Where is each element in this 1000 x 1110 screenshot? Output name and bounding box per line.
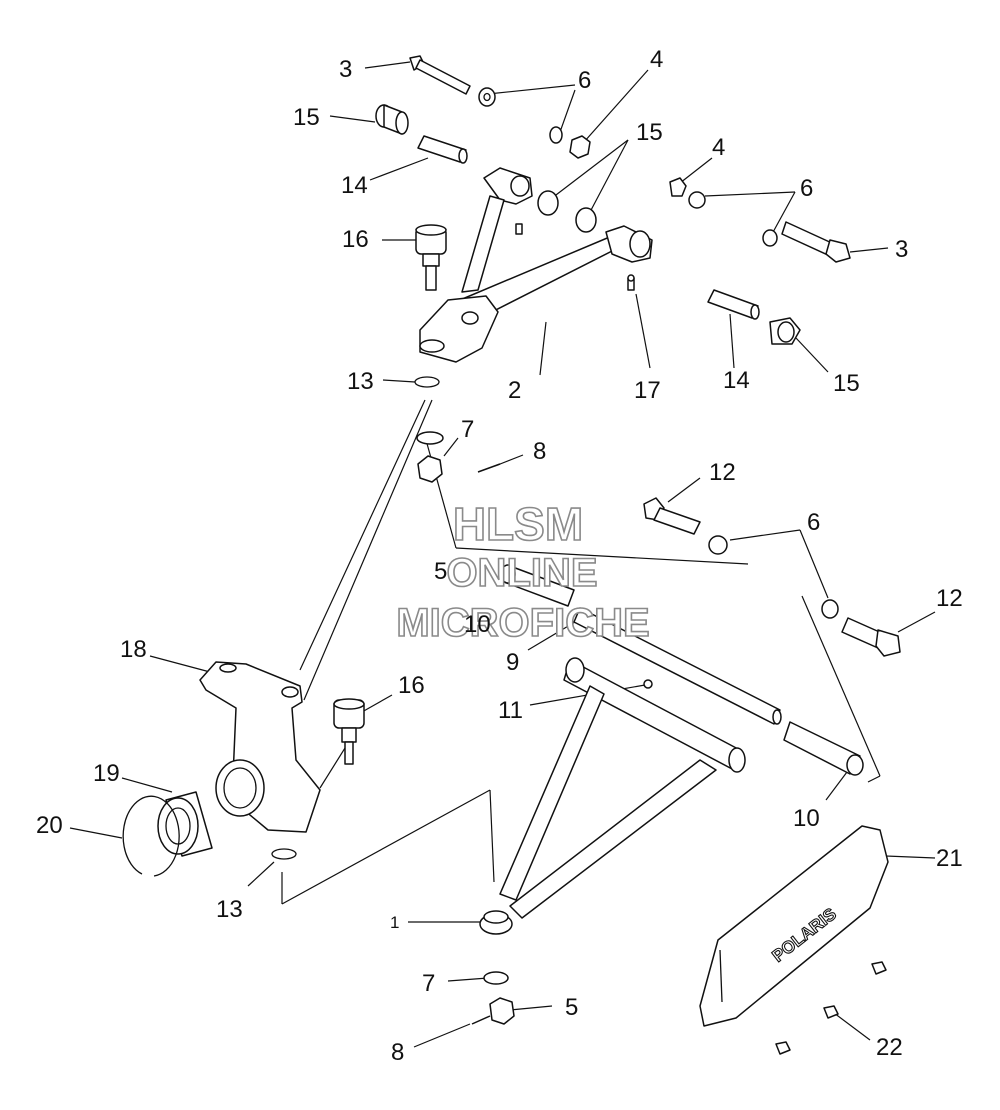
washer-6-lower xyxy=(708,535,728,555)
callout-15: 15 xyxy=(636,119,663,146)
callout-9: 9 xyxy=(506,649,519,676)
lower-a-arm-1 xyxy=(479,657,746,935)
sleeve-10-upper xyxy=(500,564,575,607)
bushing-15-left xyxy=(375,104,409,135)
washer-7-upper xyxy=(416,431,444,445)
washer-6-upper-2 xyxy=(549,126,563,144)
callout-5: 5 xyxy=(565,994,578,1021)
callout-17: 17 xyxy=(634,377,661,404)
callout-3: 3 xyxy=(339,56,352,83)
bushing-15-mid xyxy=(537,190,597,233)
callout-15: 15 xyxy=(293,104,320,131)
ball-joint-16-upper xyxy=(415,224,447,291)
screws-22 xyxy=(775,961,887,1055)
callout-15: 15 xyxy=(833,370,860,397)
callouts: 3 6 4 15 15 14 4 6 16 3 13 2 17 14 15 7 … xyxy=(36,46,963,1066)
callout-4: 4 xyxy=(712,134,725,161)
watermark-line2: ONLINE xyxy=(446,551,597,595)
callout-7: 7 xyxy=(461,416,474,443)
callout-2: 2 xyxy=(508,377,521,404)
watermark-line3: MICROFICHE xyxy=(396,601,649,645)
callout-8: 8 xyxy=(533,438,546,465)
bushing-15-right xyxy=(769,317,801,345)
nut-4-right xyxy=(669,177,687,197)
nut-5-lower xyxy=(489,997,515,1025)
cotter-pin-8-upper xyxy=(477,463,501,473)
watermark: HLSM ONLINE MICROFICHE xyxy=(396,497,651,646)
callout-6: 6 xyxy=(807,509,820,536)
snap-ring-13-upper xyxy=(414,376,440,388)
callout-6: 6 xyxy=(800,175,813,202)
grease-fitting-11 xyxy=(643,679,653,689)
washer-6-right xyxy=(688,191,706,209)
sleeve-14-right xyxy=(707,289,760,320)
callout-5: 5 xyxy=(434,558,447,585)
callout-16: 16 xyxy=(342,226,369,253)
callout-12: 12 xyxy=(936,585,963,612)
callout-3: 3 xyxy=(895,236,908,263)
nut-5-upper xyxy=(417,455,443,483)
steering-knuckle-18 xyxy=(199,661,321,833)
leader-lines xyxy=(69,61,936,1048)
grease-fitting-17 xyxy=(515,223,635,291)
snap-ring-13-lower xyxy=(271,848,297,860)
callout-19: 19 xyxy=(93,760,120,787)
callout-14: 14 xyxy=(723,367,750,394)
washer-6-lower-2 xyxy=(821,599,839,619)
nut-4-upper xyxy=(569,135,591,159)
callout-7: 7 xyxy=(422,970,435,997)
callout-22: 22 xyxy=(876,1034,903,1061)
callout-12: 12 xyxy=(709,459,736,486)
callout-16: 16 xyxy=(398,672,425,699)
callout-14: 14 xyxy=(341,172,368,199)
bolt-3-upper xyxy=(409,55,471,95)
washer-6-right-2 xyxy=(762,229,778,247)
bolt-3-right xyxy=(781,221,851,263)
sleeve-10-lower xyxy=(783,721,864,776)
pivot-shaft-9 xyxy=(573,607,782,725)
callout-11: 11 xyxy=(498,697,523,724)
snap-ring-20 xyxy=(122,795,180,877)
callout-13: 13 xyxy=(216,896,243,923)
sleeve-14-upper xyxy=(417,135,468,164)
bolt-12-upper xyxy=(643,497,701,535)
callout-4: 4 xyxy=(650,46,663,73)
callout-8: 8 xyxy=(391,1039,404,1066)
a-arm-guard-21: POLARIS xyxy=(699,825,889,1027)
upper-a-arm-2 xyxy=(419,167,653,363)
callout-1: 1 xyxy=(390,913,399,932)
bolt-12-lower xyxy=(841,617,901,657)
washer-7-lower xyxy=(483,971,509,985)
callout-20: 20 xyxy=(36,812,63,839)
cotter-pin-8-lower xyxy=(471,1015,491,1025)
watermark-line1: HLSM xyxy=(453,498,583,550)
callout-21: 21 xyxy=(936,845,963,872)
ball-joint-16-lower xyxy=(333,698,365,765)
callout-10: 10 xyxy=(793,805,820,832)
callout-10: 10 xyxy=(464,611,491,638)
callout-6: 6 xyxy=(578,67,591,94)
callout-18: 18 xyxy=(120,636,147,663)
washer-6-upper xyxy=(478,87,496,107)
callout-13: 13 xyxy=(347,368,374,395)
